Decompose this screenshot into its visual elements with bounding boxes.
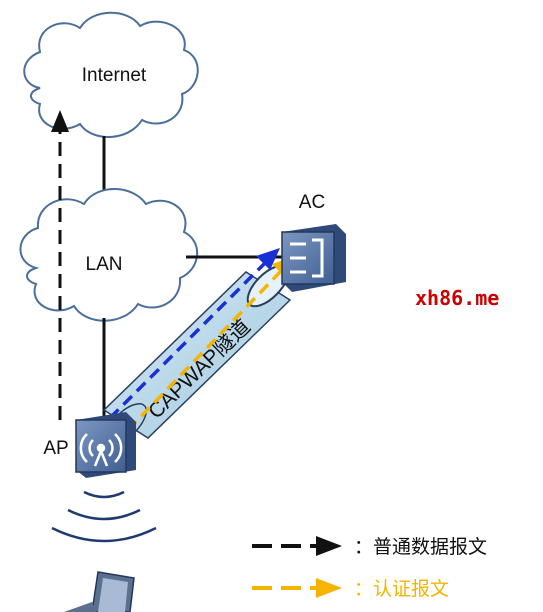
cloud-icon <box>19 188 199 322</box>
ac-device: AC <box>281 192 346 292</box>
ap-label: AP <box>43 438 68 459</box>
legend-item-auth: ：认证报文 <box>252 578 449 600</box>
internet-label: Internet <box>82 65 147 86</box>
lan-label: LAN <box>86 254 123 275</box>
legend-label-data: ：普通数据报文 <box>354 536 487 558</box>
lan-cloud: LAN <box>19 188 199 322</box>
legend-label-auth: ：认证报文 <box>354 578 449 600</box>
access-controller-icon <box>281 231 335 285</box>
legend: ：普通数据报文 ：认证报文 <box>252 536 487 600</box>
ap-device: AP <box>43 412 136 478</box>
watermark-text: xh86.me <box>415 286 499 310</box>
wifi-waves-icon <box>51 490 157 543</box>
internet-cloud: Internet <box>23 11 199 138</box>
legend-item-data: ：普通数据报文 <box>252 536 487 558</box>
data-arrow-to-internet <box>51 110 69 420</box>
data-arrow-in-tunnel <box>108 248 280 420</box>
laptop-icon <box>64 571 135 612</box>
ac-label: AC <box>299 192 325 213</box>
